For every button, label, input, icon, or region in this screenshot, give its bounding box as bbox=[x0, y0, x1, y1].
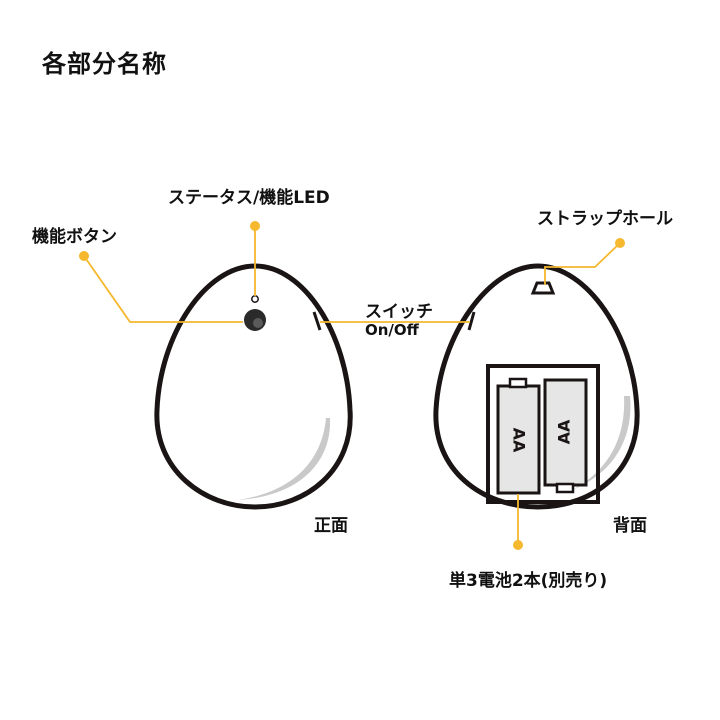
front-switch bbox=[312, 311, 322, 331]
strap-hole bbox=[530, 281, 556, 295]
strap-hole-label: ストラップホール bbox=[537, 209, 673, 229]
back-egg-shadow bbox=[572, 396, 631, 490]
status-led-label: ステータス/機能LED bbox=[168, 188, 330, 208]
function-button-highlight bbox=[253, 318, 263, 328]
battery-2-label: AA bbox=[555, 419, 574, 444]
leader-strap-hole bbox=[544, 242, 621, 285]
battery-2 bbox=[543, 378, 588, 487]
dot-battery bbox=[513, 540, 523, 550]
back-egg-outline bbox=[433, 263, 640, 510]
battery-2-tip bbox=[555, 482, 575, 494]
battery-compartment bbox=[486, 364, 600, 504]
switch-sublabel: On/Off bbox=[365, 321, 419, 339]
switch-label: スイッチ bbox=[365, 302, 433, 322]
page-title: 各部分名称 bbox=[42, 50, 167, 78]
front-view bbox=[154, 263, 353, 510]
status-led bbox=[251, 295, 259, 303]
battery-1-tip bbox=[508, 377, 528, 389]
dot-function-button bbox=[79, 251, 89, 261]
function-button-label: 機能ボタン bbox=[32, 227, 117, 247]
battery-1-label: AA bbox=[510, 428, 529, 453]
back-view: AA AA bbox=[433, 263, 640, 510]
dot-strap-hole bbox=[615, 238, 625, 248]
dot-status-led bbox=[250, 221, 260, 231]
back-label: 背面 bbox=[613, 516, 647, 536]
leader-dots bbox=[79, 221, 625, 550]
leader-function-button bbox=[83, 255, 243, 323]
leader-lines bbox=[83, 226, 621, 545]
battery-label: 単3電池2本(別売り) bbox=[449, 571, 608, 591]
front-egg-outline bbox=[154, 263, 353, 510]
back-switch bbox=[467, 311, 476, 331]
front-label: 正面 bbox=[314, 516, 348, 536]
